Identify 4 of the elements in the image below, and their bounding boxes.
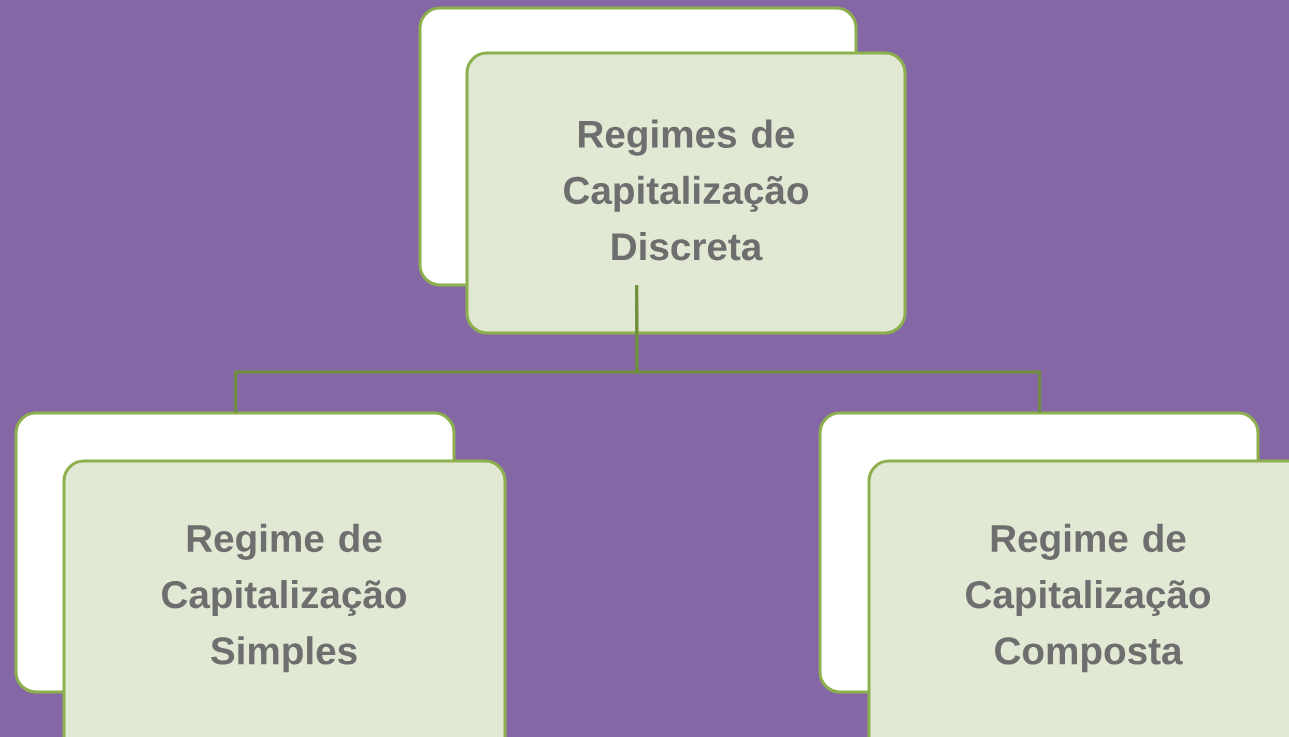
connector-line [635,285,1042,413]
stacked-box: Regimes de Capitalização Discreta [418,6,907,335]
stacked-box: Regime de Capitalização Composta [818,411,1289,737]
stacked-box: Regime de Capitalização Simples [14,411,507,737]
